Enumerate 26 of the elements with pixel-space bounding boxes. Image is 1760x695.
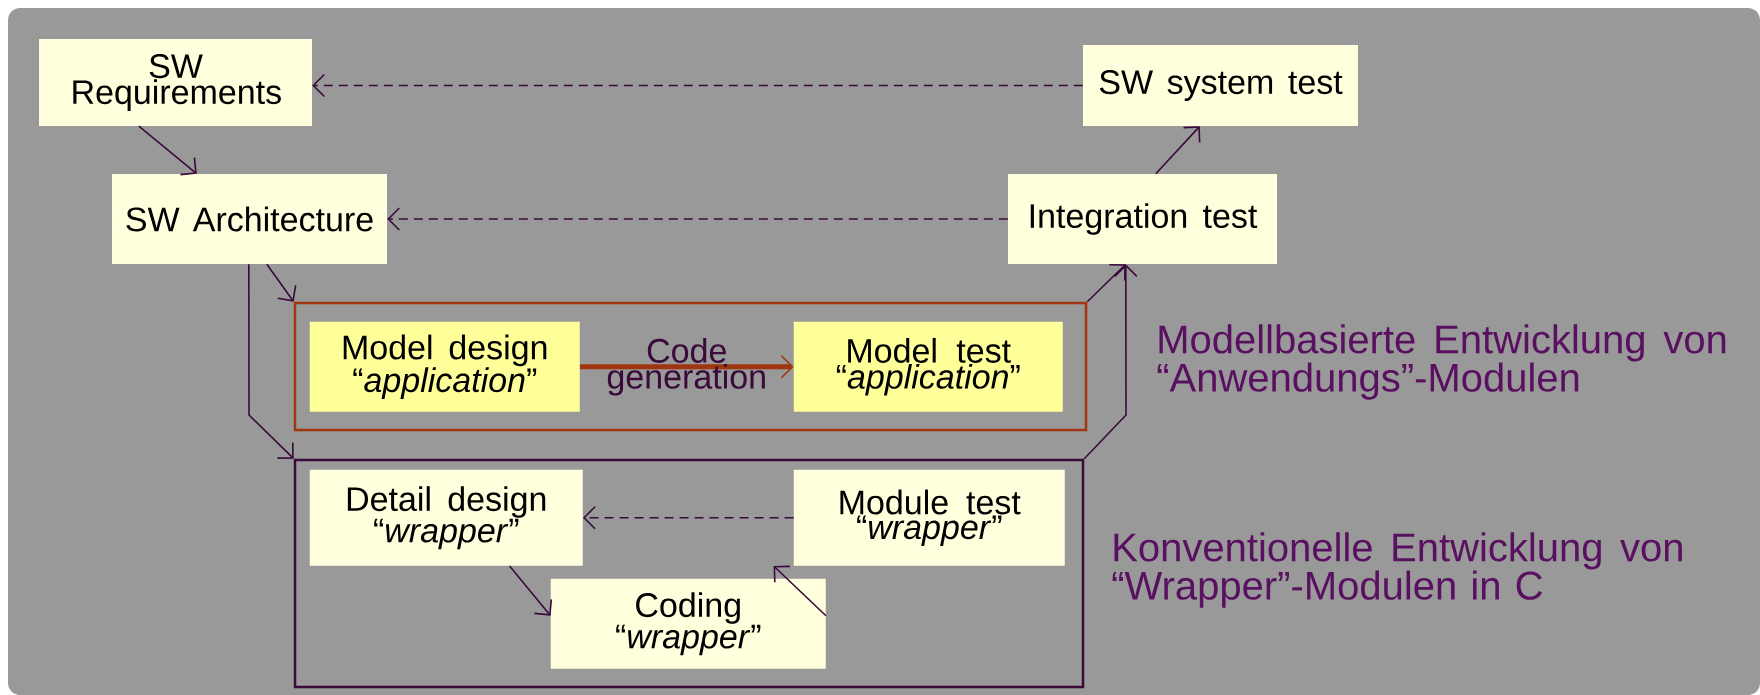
arrow	[1155, 126, 1201, 175]
process-box: Integration test	[1008, 174, 1277, 264]
arrow	[582, 505, 795, 530]
process-box: Coding “wrapper”	[550, 578, 826, 669]
process-box: Detail design “wrapper”	[309, 469, 583, 566]
process-box: SW Requirements	[39, 39, 312, 126]
process-box: Module test “wrapper”	[793, 469, 1065, 566]
process-box: Model test “application”	[793, 321, 1063, 412]
arrow	[138, 125, 197, 176]
arrow	[1083, 264, 1138, 460]
arrow	[773, 565, 827, 617]
side-note: Modellbasierte Entwicklung von “Anwendungs”-Modulen	[1157, 324, 1726, 400]
edge-label: Code generation	[607, 337, 765, 396]
group-frame	[293, 301, 1088, 432]
side-note: Konventionelle Entwicklung von “Wrapper”-Modulen in C	[1112, 532, 1682, 608]
process-box: SW system test	[1083, 45, 1358, 126]
arrow	[387, 207, 1009, 231]
arrow	[312, 73, 1084, 98]
arrow	[248, 263, 294, 459]
group-frame	[293, 458, 1085, 689]
arrow	[1086, 263, 1126, 303]
arrow	[579, 354, 794, 379]
process-box: SW Architecture	[112, 174, 387, 264]
arrow	[508, 565, 553, 616]
arrow	[266, 263, 297, 302]
process-box: Model design “application”	[309, 321, 580, 412]
